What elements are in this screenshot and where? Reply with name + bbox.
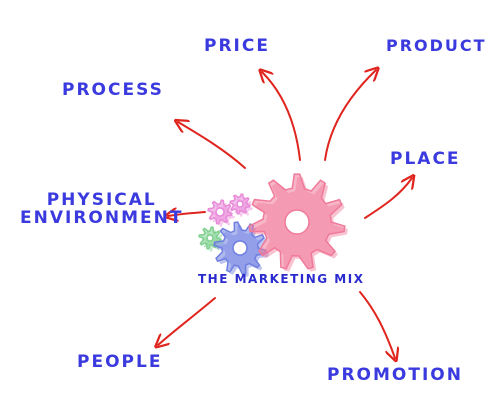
arrow-to-product bbox=[324, 70, 376, 161]
process-label: PROCESS bbox=[62, 80, 164, 100]
arrow-to-place bbox=[364, 178, 412, 219]
arrow-to-people bbox=[158, 297, 216, 345]
product-label: PRODUCT bbox=[386, 36, 487, 55]
gear-large-pink-hole bbox=[284, 209, 310, 235]
promotion-label: PROMOTION bbox=[327, 365, 463, 385]
gear-small-pink-mid bbox=[229, 193, 253, 217]
gear-small-pink-mid-hole bbox=[236, 200, 244, 208]
physical-environment-line2: ENVIRONMENT bbox=[20, 207, 184, 228]
marketing-mix-center-label: THE MARKETING MIX bbox=[198, 272, 365, 286]
place-label: PLACE bbox=[390, 149, 461, 169]
gear-small-pink-top bbox=[207, 199, 235, 227]
gear-blue bbox=[213, 221, 269, 277]
physical-environment-line1: PHYSICAL bbox=[46, 190, 157, 210]
gear-blue-hole bbox=[232, 240, 248, 256]
arrow-to-price bbox=[262, 72, 301, 161]
gear-large-pink bbox=[248, 173, 348, 272]
arrow-to-physical-environment bbox=[168, 212, 206, 216]
gear-small-pink-top-hole bbox=[215, 207, 225, 217]
physical-environment-label: PHYSICAL ENVIRONMENT bbox=[20, 190, 184, 228]
arrow-to-process bbox=[178, 122, 246, 169]
price-label: PRICE bbox=[204, 36, 270, 56]
gear-small-green bbox=[198, 226, 224, 252]
gear-small-green-hole bbox=[206, 234, 214, 242]
arrow-to-promotion bbox=[359, 291, 395, 358]
people-label: PEOPLE bbox=[77, 352, 163, 372]
